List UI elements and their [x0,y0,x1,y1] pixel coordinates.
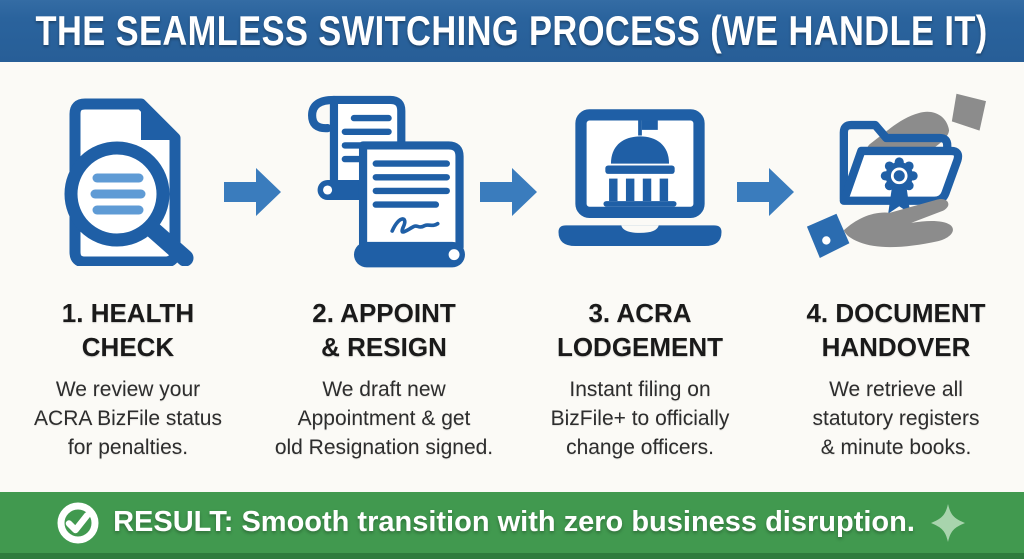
appoint-resign-documents-icon [308,95,465,267]
check-circle-icon [57,502,99,543]
laptop-government-icon [558,108,722,246]
result-label: RESULT: [113,506,234,538]
step-4-icon-wrap [774,62,1018,297]
arrow-right-icon [224,168,281,216]
step-3-description: Instant filing on BizFile+ to officially… [550,377,730,459]
step-4-description: We retrieve all statutory registers & mi… [812,377,980,459]
step-3-icon-wrap [518,62,762,297]
arrow-right-icon [737,168,794,216]
step-2-icon-wrap [262,62,506,297]
step-3-title: 3. ACRA LODGEMENT [556,298,724,362]
step-2-title: 2. APPOINT & RESIGN [312,298,456,362]
document-magnifier-icon [64,98,194,266]
result-text: RESULT: Smooth transition with zero busi… [113,506,915,539]
result-bar: RESULT: Smooth transition with zero busi… [0,492,1024,559]
arrow-right-icon [480,168,537,216]
process-steps: 1. HEALTH CHECK We review your ACRA BizF… [0,62,1024,463]
page-title: THE SEAMLESS SWITCHING PROCESS (WE HANDL… [35,7,989,54]
step-health-check: 1. HEALTH CHECK We review your ACRA BizF… [0,62,256,463]
step-acra-lodgement: 3. ACRA LODGEMENT Instant filing on BizF… [512,62,768,463]
step-4-title: 4. DOCUMENT HANDOVER [806,298,986,362]
hands-folder-handover-icon [806,93,986,258]
step-1-description: We review your ACRA BizFile status for p… [34,377,222,459]
sparkle-icon [930,503,965,542]
step-1-icon-wrap [6,62,250,297]
header-bar: THE SEAMLESS SWITCHING PROCESS (WE HANDL… [0,0,1024,62]
result-message: Smooth transition with zero business dis… [241,506,915,538]
step-appoint-resign: 2. APPOINT & RESIGN We draft new Appoint… [256,62,512,463]
step-1-title: 1. HEALTH CHECK [61,298,195,362]
step-2-description: We draft new Appointment & get old Resig… [274,377,494,459]
step-document-handover: 4. DOCUMENT HANDOVER We retrieve all sta… [768,62,1024,463]
